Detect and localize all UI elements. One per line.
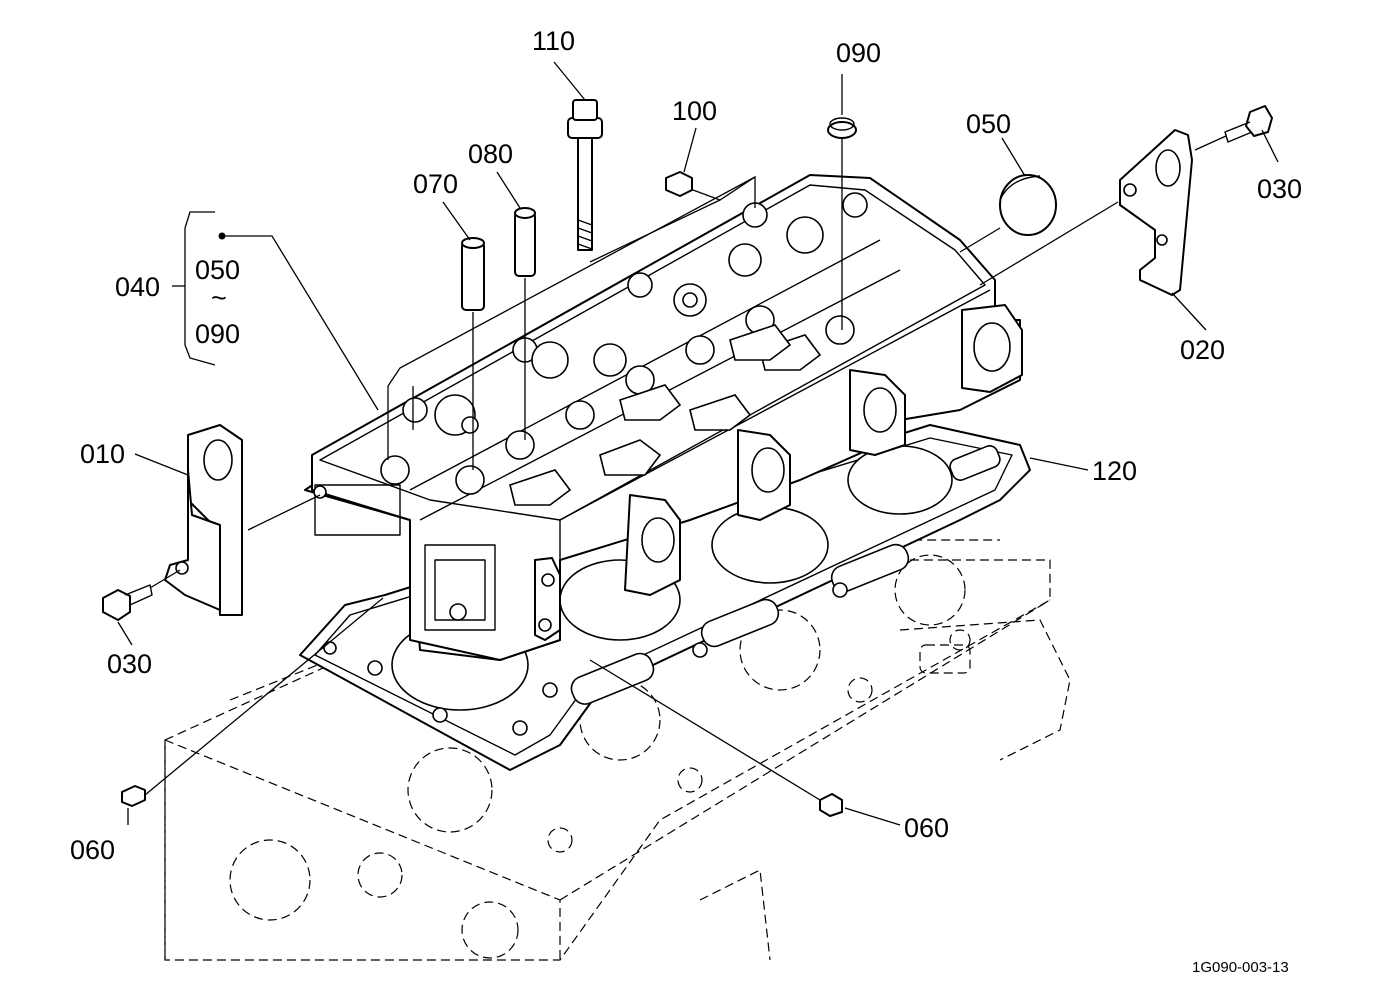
head-bolt bbox=[567, 99, 603, 251]
label-090-top: 090 bbox=[836, 38, 881, 68]
valve-guide-intake bbox=[461, 237, 485, 311]
label-080: 080 bbox=[468, 139, 513, 169]
threaded-plug bbox=[665, 171, 693, 197]
cylinder-head bbox=[304, 174, 1023, 661]
bolt-left bbox=[102, 584, 153, 621]
hanger-bracket-front bbox=[164, 424, 243, 616]
label-120: 120 bbox=[1092, 456, 1137, 486]
label-040: 040 bbox=[115, 272, 160, 302]
drawing-code: 1G090-003-13 bbox=[1192, 959, 1289, 976]
label-040-range-from: 050 bbox=[195, 255, 240, 285]
label-030-right: 030 bbox=[1257, 174, 1302, 204]
label-110: 110 bbox=[532, 26, 575, 56]
label-100: 100 bbox=[672, 96, 717, 126]
dowel-pin-right bbox=[819, 793, 843, 817]
dowel-pin-left bbox=[121, 785, 146, 807]
label-060-right: 060 bbox=[904, 813, 949, 843]
valve-guide-exhaust bbox=[514, 207, 536, 277]
hanger-bracket-rear bbox=[1119, 129, 1193, 296]
label-010: 010 bbox=[80, 439, 125, 469]
label-060-left: 060 bbox=[70, 835, 115, 865]
bolt-right bbox=[1224, 105, 1273, 143]
label-020: 020 bbox=[1180, 335, 1225, 365]
label-050: 050 bbox=[966, 109, 1011, 139]
leader-lines bbox=[117, 61, 1279, 826]
label-030-left: 030 bbox=[107, 649, 152, 679]
plug-cap bbox=[999, 174, 1057, 236]
group-marker-dot bbox=[218, 232, 226, 240]
label-040-range-separator: ~ bbox=[211, 283, 227, 313]
label-040-range-to: 090 bbox=[195, 319, 240, 349]
valve-stem-seal bbox=[827, 117, 857, 139]
label-070: 070 bbox=[413, 169, 458, 199]
part-labels: 110 100 090 080 070 050 040 050 ~ 090 03… bbox=[70, 26, 1302, 976]
